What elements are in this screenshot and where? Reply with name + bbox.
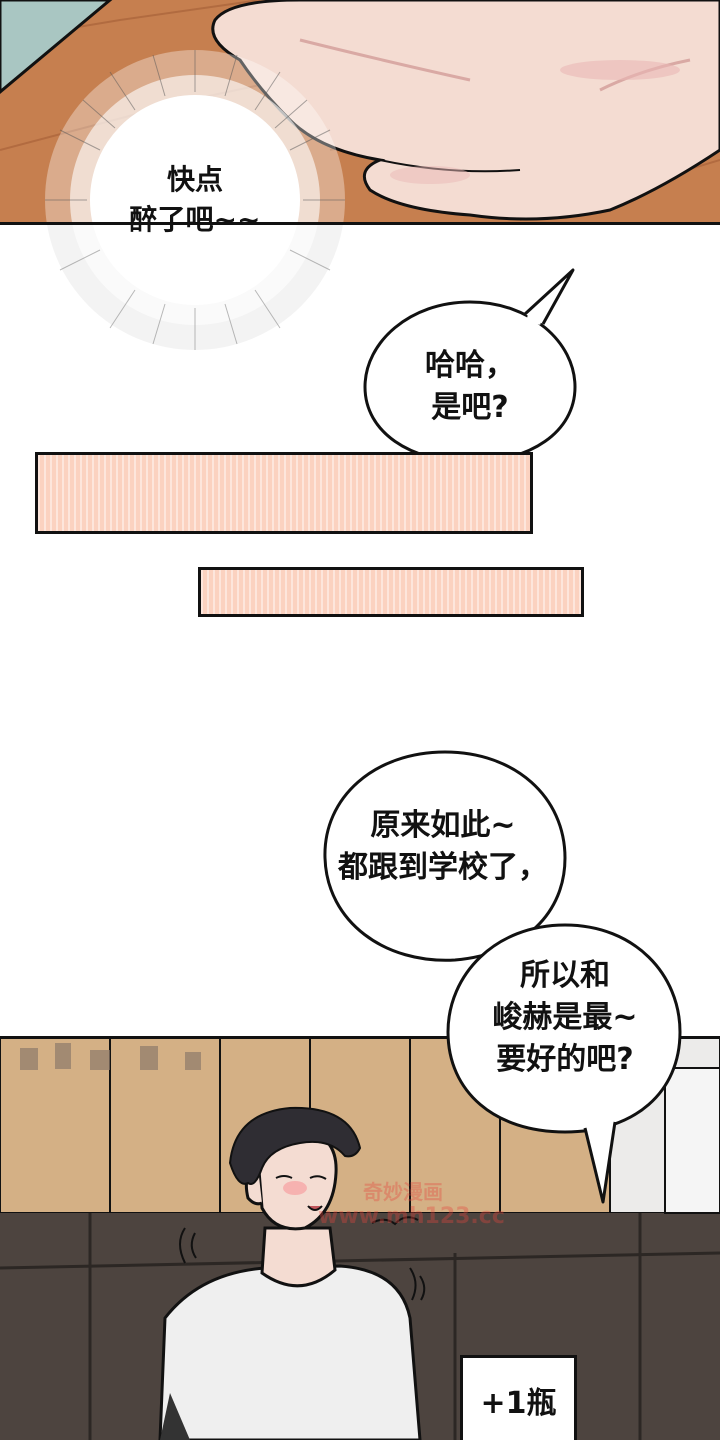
- speech-bubble-1-text: 哈哈， 是吧?: [385, 345, 555, 429]
- bubble1-line2: 是吧?: [431, 390, 509, 425]
- speech-bubble-2: [323, 750, 567, 962]
- bubble1-line1: 哈哈，: [425, 348, 515, 383]
- panel-top-border: [0, 222, 720, 225]
- bubble2-line2: 都跟到学校了，: [338, 850, 548, 885]
- watermark-line2: www.mh123.cc: [318, 1204, 505, 1229]
- narration-box-1: [35, 452, 533, 534]
- burst-bubble-lower: [45, 50, 345, 360]
- speech-bubble-2-text: 原来如此~ 都跟到学校了，: [318, 805, 568, 889]
- bubble3-line3: 要好的吧?: [496, 1042, 634, 1077]
- bubble2-line1: 原来如此~: [370, 808, 516, 843]
- watermark: 奇妙漫画 www.mh123.cc: [318, 1180, 505, 1230]
- sign-box: +1瓶: [460, 1355, 577, 1440]
- panel-bottom-border: [0, 1036, 720, 1039]
- burst-text-line2: 醉了吧~~: [129, 203, 261, 236]
- bubble3-line1: 所以和: [520, 958, 610, 993]
- burst-text: 快点 醉了吧~~: [110, 160, 280, 240]
- sign-text: +1瓶: [480, 1386, 557, 1421]
- burst-bubble: [45, 50, 345, 224]
- top-panel-art: [0, 0, 720, 224]
- top-panel: [0, 0, 720, 224]
- bubble3-line2: 峻赫是最~: [492, 1000, 638, 1035]
- burst-text-line1: 快点: [166, 163, 223, 196]
- watermark-line1: 奇妙漫画: [363, 1180, 443, 1204]
- speech-bubble-3: [446, 923, 682, 1204]
- narration-box-2: [198, 567, 584, 617]
- speech-bubble-3-text: 所以和 峻赫是最~ 要好的吧?: [455, 955, 675, 1081]
